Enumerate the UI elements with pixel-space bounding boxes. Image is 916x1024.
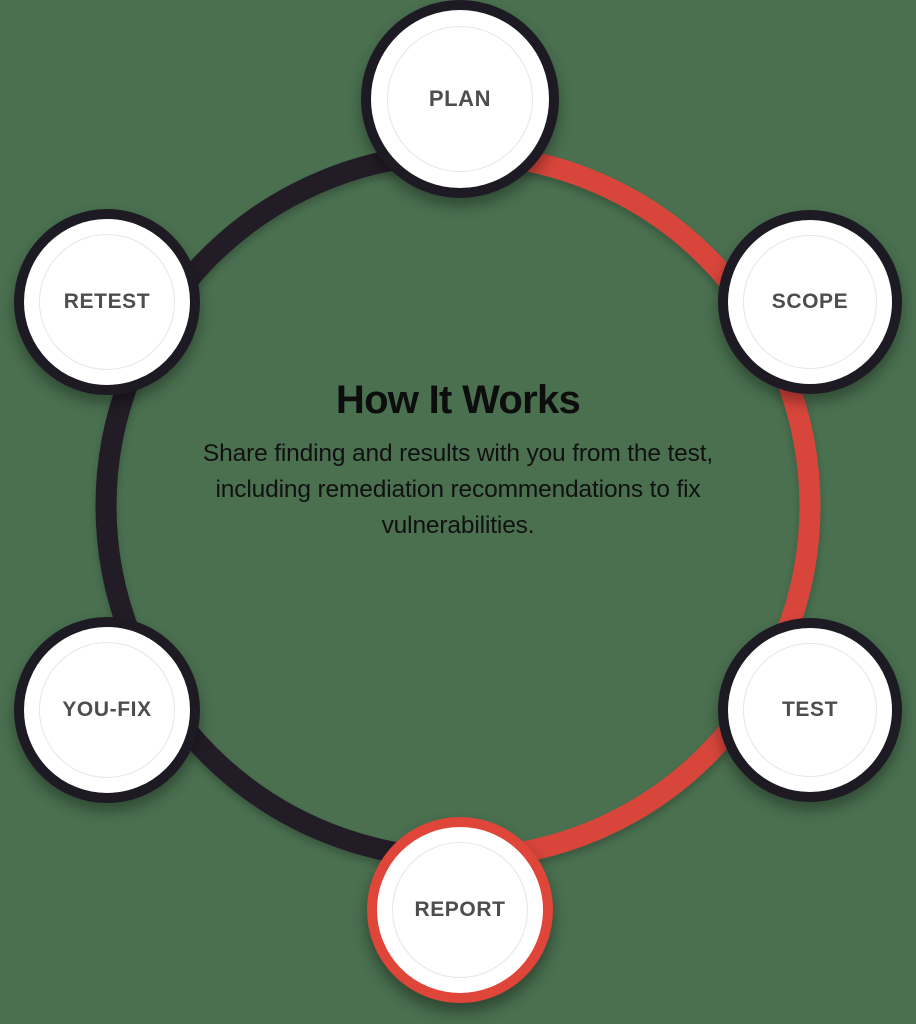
cycle-node-label-retest: RETEST (63, 290, 151, 313)
cycle-node-label-test: TEST (781, 698, 839, 721)
cycle-node-label-you-fix: YOU-FIX (62, 698, 152, 721)
cycle-node-you-fix[interactable]: YOU-FIX (14, 617, 200, 803)
cycle-node-test[interactable]: TEST (718, 618, 902, 802)
cycle-node-label-plan: PLAN (428, 86, 492, 111)
cycle-node-retest[interactable]: RETEST (14, 209, 200, 395)
arc-report-to-plan-dark (95, 143, 459, 869)
arc-plan-to-report-red (457, 143, 821, 869)
cycle-node-label-scope: SCOPE (771, 290, 849, 313)
cycle-node-scope[interactable]: SCOPE (718, 210, 902, 394)
cycle-node-report[interactable]: REPORT (367, 817, 553, 1003)
cycle-node-plan[interactable]: PLAN (361, 0, 559, 198)
cycle-node-label-report: REPORT (414, 898, 506, 921)
